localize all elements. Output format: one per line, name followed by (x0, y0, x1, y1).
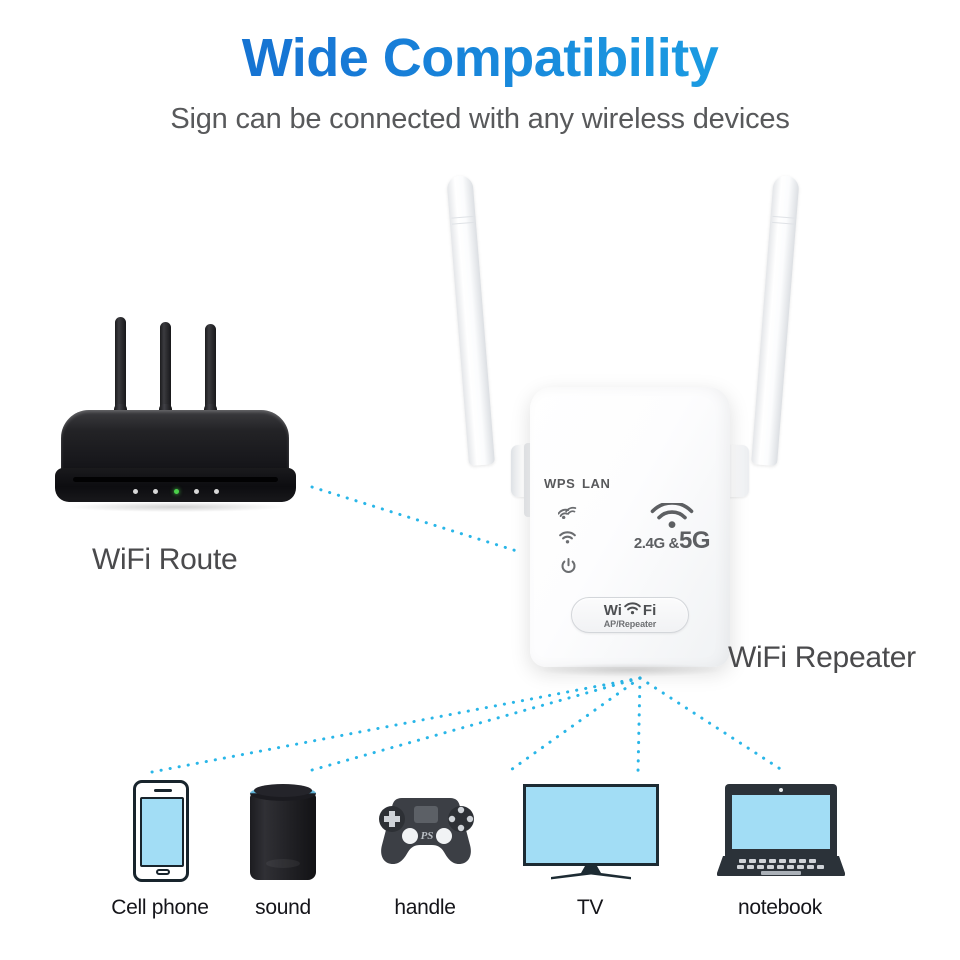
band-main: 5G (678, 527, 711, 554)
link-repeater-to-handle (506, 676, 642, 774)
device-handle: PS handle (340, 778, 510, 920)
button-text-left: Wi (603, 601, 622, 619)
wifi-icon (559, 531, 576, 549)
laptop-camera (779, 788, 783, 792)
signal-icon (557, 504, 577, 524)
controller-left-stick (402, 828, 418, 844)
power-icon (561, 558, 576, 579)
laptop-body (717, 784, 845, 882)
device-label: Cell phone (111, 896, 209, 919)
device-notebook: notebook (695, 778, 865, 920)
device-tv: TV (505, 778, 675, 920)
antenna-ring (772, 221, 795, 225)
repeater-band-indicator: 2.4G &5G (625, 501, 719, 553)
laptop-keyboard-base (717, 856, 845, 876)
link-repeater-to-cell-phone (150, 676, 642, 774)
controller-buttons-base (448, 806, 474, 832)
smartphone-icon (75, 778, 245, 888)
router-caption: WiFi Route (92, 543, 238, 576)
router-led (214, 488, 219, 494)
device-label: TV (576, 896, 604, 919)
wifi-router-illustration (55, 305, 300, 520)
page-title: Wide Compatibility (0, 30, 960, 87)
ap-repeater-button[interactable]: Wi Fi AP/Repeater (571, 597, 689, 633)
smartphone-body (133, 780, 189, 882)
link-repeater-to-notebook (638, 676, 787, 774)
repeater-antenna-right (751, 174, 800, 467)
speaker-top (254, 784, 312, 797)
link-repeater-to-tv (636, 676, 642, 774)
wifi-repeater-illustration: WPS LAN (446, 165, 805, 677)
wifi-icon (624, 602, 641, 618)
controller-button-square (448, 815, 456, 823)
device-label: sound (255, 896, 311, 919)
laptop-lid (725, 784, 837, 856)
laptop-icon (695, 778, 865, 888)
router-led (153, 488, 159, 494)
controller-button-triangle (457, 806, 465, 814)
controller-dpad (384, 811, 400, 827)
router-vent-slot (73, 477, 278, 482)
router-led (193, 488, 199, 494)
speaker-vent (266, 859, 300, 868)
repeater-shadow (537, 663, 723, 677)
game-controller-icon: PS (340, 778, 510, 888)
router-led-active (173, 488, 179, 494)
router-led-strip (133, 488, 219, 494)
band-prefix: 2.4G & (633, 535, 680, 552)
page-subtitle: Sign can be connected with any wireless … (170, 103, 790, 135)
device-cell-phone: Cell phone (75, 778, 245, 920)
controller-button-circle (466, 815, 474, 823)
repeater-side-panel (524, 443, 533, 517)
antenna-ring (772, 215, 795, 219)
device-label: notebook (737, 896, 822, 919)
tv-screen (523, 784, 659, 866)
repeater-caption: WiFi Repeater (728, 641, 916, 674)
speaker-cylinder (250, 792, 316, 880)
controller-right-stick (436, 828, 452, 844)
smartphone-screen (140, 797, 184, 867)
band-text: 2.4G &5G (625, 529, 719, 553)
smart-speaker-body (250, 784, 316, 880)
router-base (55, 468, 296, 502)
button-primary-label: Wi Fi (572, 602, 688, 618)
antenna-ring (451, 215, 474, 219)
button-text-right: Fi (642, 601, 657, 619)
link-router-to-repeater (310, 485, 522, 554)
laptop-screen (732, 795, 830, 849)
button-sublabel: AP/Repeater (603, 619, 657, 629)
device-sound: sound (198, 778, 368, 920)
smartphone-home-button (156, 869, 170, 875)
device-label: handle (394, 896, 456, 919)
television-icon (505, 778, 675, 888)
compatible-devices-row: Cell phone sound (0, 778, 960, 948)
controller-button-cross (457, 824, 465, 832)
router-shadow (69, 502, 284, 512)
repeater-wps-label: WPS (544, 476, 576, 491)
link-repeater-to-sound (303, 676, 642, 774)
smart-speaker-icon (198, 778, 368, 888)
repeater-lan-label: LAN (582, 476, 611, 491)
controller-brand-mark: PS (421, 830, 434, 842)
smartphone-speaker (154, 789, 172, 792)
router-led (133, 488, 138, 494)
tv-stand (551, 866, 631, 880)
antenna-ring (451, 221, 474, 225)
wifi-icon (625, 501, 719, 529)
tv-body (523, 784, 659, 884)
controller-touchpad (414, 806, 438, 823)
